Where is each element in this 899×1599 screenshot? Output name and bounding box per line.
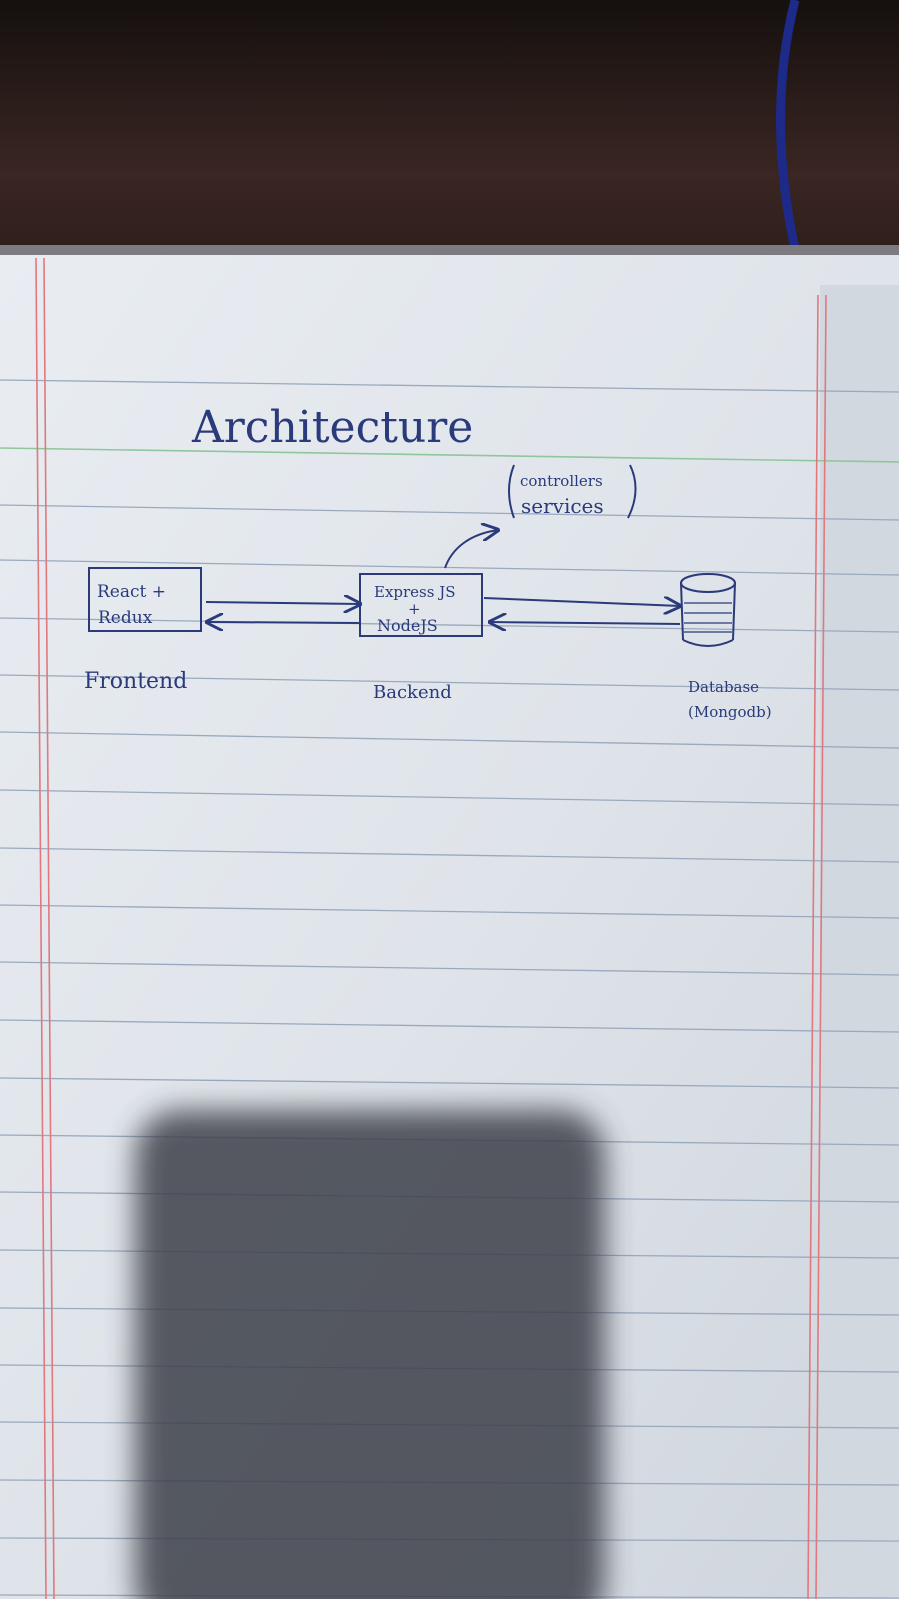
frontend-box <box>88 567 202 632</box>
arrow-frontend-to-backend <box>205 602 360 604</box>
backend-caption: Backend <box>373 682 452 703</box>
arrow-backend-to-database <box>483 598 680 606</box>
annotation-paren-right <box>627 464 637 519</box>
margin-lines <box>35 257 827 1599</box>
arrow-backend-to-frontend <box>207 622 361 623</box>
annotation-arrow <box>444 530 498 569</box>
frontend-box-line2: Redux <box>98 608 153 628</box>
desk-background <box>0 0 899 290</box>
backend-box-line1: Express JS <box>374 583 456 601</box>
annotation-paren-left <box>508 464 515 519</box>
database-caption-line1: Database <box>688 678 759 696</box>
cable <box>776 0 805 272</box>
annotation-line2: services <box>521 494 604 518</box>
frontend-node: React + Redux Frontend <box>84 567 202 694</box>
database-caption-line2: (Mongodb) <box>688 703 772 721</box>
backend-box-line2: NodeJS <box>377 616 438 635</box>
backend-node: Express JS + NodeJS Backend <box>359 573 483 703</box>
connectors <box>206 598 680 624</box>
frontend-caption: Frontend <box>84 669 187 694</box>
backend-box-plus: + <box>408 600 421 618</box>
annotation-line1: controllers <box>520 472 603 490</box>
annotation-group: controllers services <box>444 464 637 569</box>
phone-shadow <box>135 1110 605 1599</box>
right-page <box>820 285 899 1599</box>
arrow-database-to-backend <box>490 622 681 624</box>
diagram-title: Architecture <box>191 402 473 453</box>
frontend-box-line1: React + <box>97 582 166 602</box>
